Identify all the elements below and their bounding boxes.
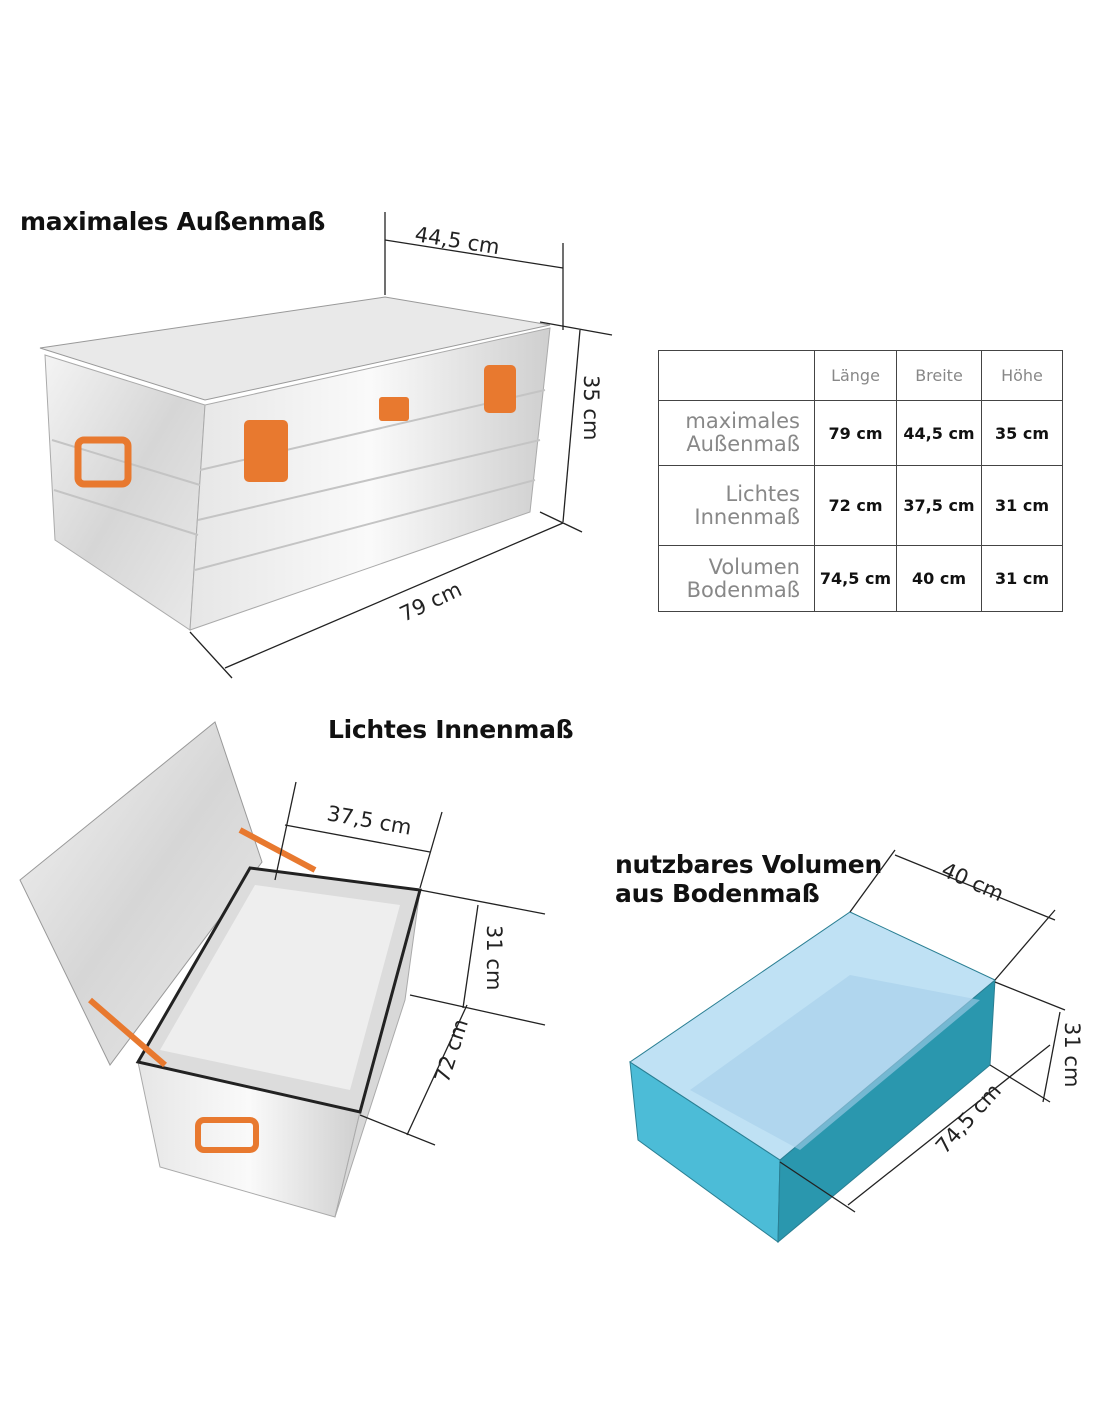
inner-length-label: 72 cm: [430, 1016, 473, 1086]
table-cell: 35 cm: [981, 400, 1063, 466]
latch-icon: [244, 420, 288, 482]
volume-title: nutzbares Volumen aus Bodenmaß: [615, 850, 882, 908]
handle-icon: [74, 436, 132, 488]
table-cell: 44,5 cm: [896, 400, 982, 466]
table-cell: 74,5 cm: [814, 545, 897, 612]
outer-height-label: 35 cm: [579, 375, 603, 440]
volume-height-label: 31 cm: [1060, 1022, 1084, 1087]
open-box-illustration: [19, 721, 422, 1218]
table-cell: 40 cm: [896, 545, 982, 612]
inner-dimension-lines: [274, 781, 546, 1146]
latch-icon: [484, 365, 516, 413]
table-cell: 72 cm: [814, 465, 897, 546]
table-cell: 79 cm: [814, 400, 897, 466]
volume-block-illustration: [629, 911, 996, 1244]
inner-dimensions-title: Lichtes Innenmaß: [328, 715, 574, 744]
table-header-cell: Höhe: [981, 350, 1063, 401]
outer-dimension-lines: [189, 212, 613, 679]
table-header-cell: Länge: [814, 350, 897, 401]
table-cell: 31 cm: [981, 465, 1063, 546]
outer-width-label: 44,5 cm: [413, 222, 501, 259]
inner-height-label: 31 cm: [482, 925, 506, 990]
table-cell: 37,5 cm: [896, 465, 982, 546]
handle-icon: [195, 1117, 259, 1153]
volume-dimension-lines: [779, 849, 1066, 1213]
table-header-cell: [658, 350, 815, 401]
outer-dimensions-title: maximales Außenmaß: [20, 207, 326, 236]
table-cell: 31 cm: [981, 545, 1063, 612]
volume-title-line2: aus Bodenmaß: [615, 879, 820, 908]
outer-length-label: 79 cm: [396, 577, 465, 626]
volume-width-label: 40 cm: [938, 858, 1008, 907]
volume-title-line1: nutzbares Volumen: [615, 850, 882, 879]
closed-box-illustration: [39, 296, 551, 631]
inner-width-label: 37,5 cm: [325, 801, 413, 839]
logo-plate: [379, 397, 409, 421]
table-header-row: Länge Breite Höhe: [658, 350, 1063, 401]
table-header-cell: Breite: [896, 350, 982, 401]
